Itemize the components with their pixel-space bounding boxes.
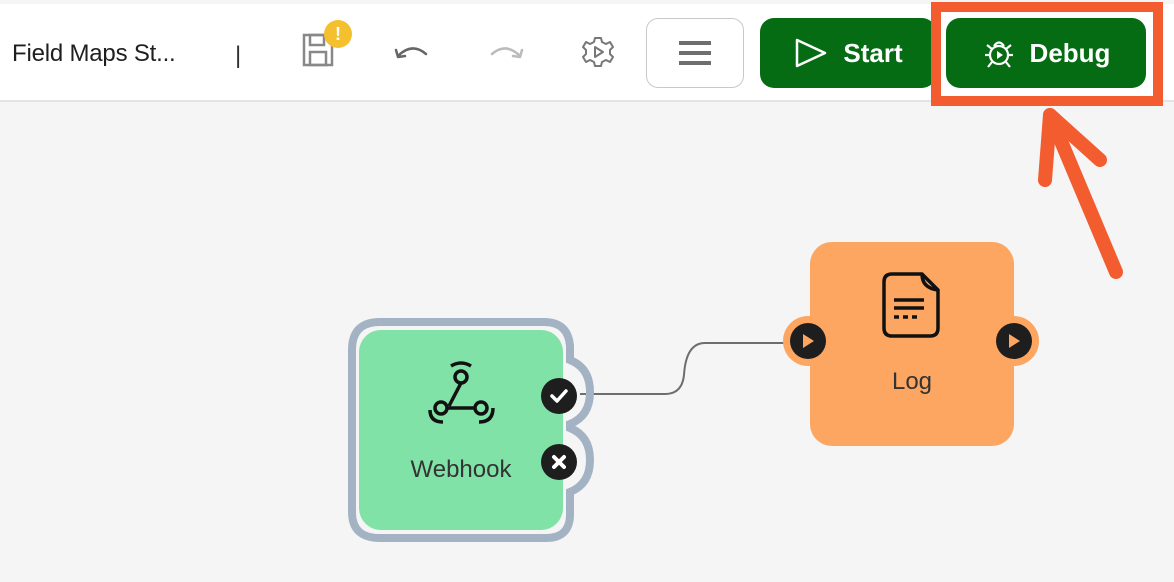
log-input-port[interactable]	[790, 323, 826, 359]
workflow-title[interactable]: Field Maps St...	[12, 40, 176, 67]
close-icon	[552, 455, 566, 469]
check-icon	[550, 389, 568, 403]
save-icon	[302, 33, 334, 67]
play-icon	[1009, 334, 1020, 348]
run-settings-button[interactable]	[578, 30, 618, 74]
debug-label: Debug	[1029, 37, 1111, 68]
undo-icon	[394, 47, 428, 59]
webhook-node-outline	[348, 318, 595, 542]
log-node-label: Log	[891, 368, 933, 395]
webhook-failure-port[interactable]	[541, 444, 577, 480]
webhook-node[interactable]: Webhook	[359, 330, 563, 530]
webhook-success-port[interactable]	[541, 378, 577, 414]
settings-play-icon	[582, 37, 614, 67]
debug-button[interactable]: Debug	[946, 18, 1146, 88]
play-icon	[803, 334, 814, 348]
webhook-node-label: Webhook	[410, 456, 512, 483]
start-label: Start	[843, 37, 903, 68]
log-node[interactable]: Log	[810, 242, 1014, 446]
webhook-icon	[428, 361, 495, 424]
title-separator: |	[235, 42, 242, 69]
bug-icon	[984, 41, 1013, 68]
save-button[interactable]	[296, 28, 340, 72]
play-icon	[796, 38, 827, 68]
start-button[interactable]: Start	[760, 18, 936, 88]
redo-icon	[490, 47, 524, 59]
document-icon	[882, 272, 940, 338]
redo-button[interactable]	[484, 32, 528, 72]
undo-button[interactable]	[390, 32, 434, 72]
hamburger-menu-icon	[679, 41, 711, 65]
unsaved-warning-badge: !	[324, 20, 352, 48]
log-output-port[interactable]	[996, 323, 1032, 359]
menu-button[interactable]	[646, 18, 744, 88]
